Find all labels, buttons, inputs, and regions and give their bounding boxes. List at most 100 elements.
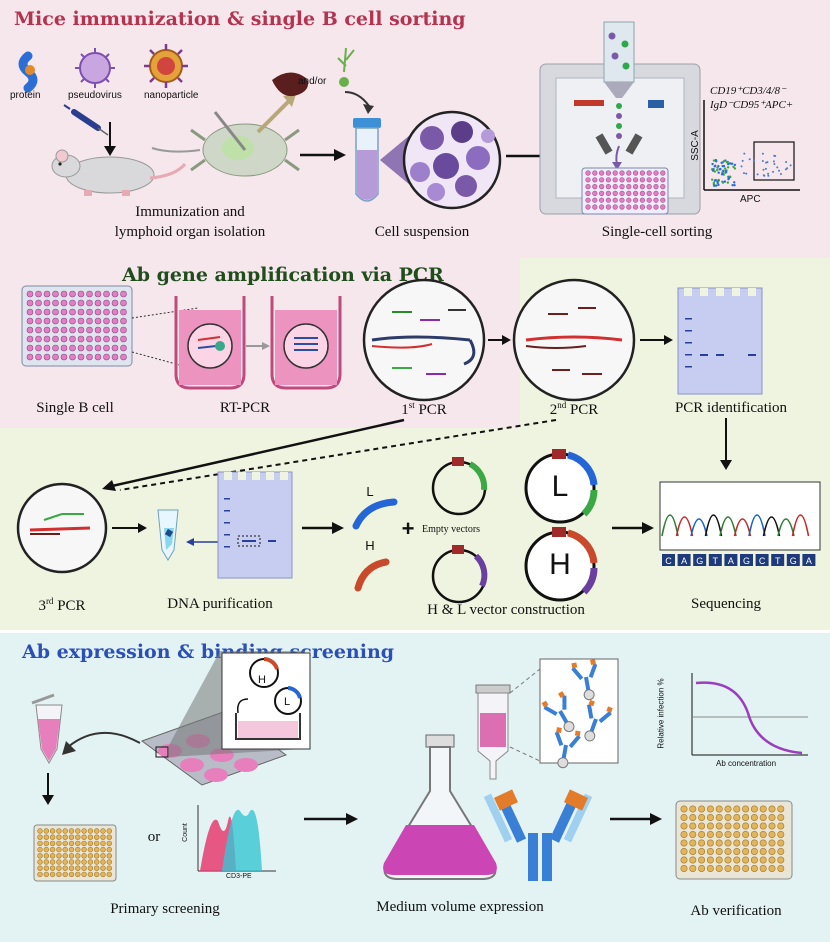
plate-well bbox=[646, 184, 652, 190]
plate-well bbox=[26, 317, 34, 325]
plate-well bbox=[93, 853, 100, 859]
plate-well bbox=[619, 177, 625, 183]
plate-well bbox=[742, 831, 750, 839]
base-box bbox=[740, 554, 753, 566]
plate-well bbox=[706, 839, 714, 847]
flow-event bbox=[756, 173, 759, 176]
plate-well bbox=[94, 353, 102, 361]
plate-well bbox=[43, 853, 49, 859]
plate-well bbox=[35, 326, 42, 334]
lymph-node-icon bbox=[337, 47, 355, 87]
plate-well bbox=[111, 317, 119, 325]
plate-well bbox=[56, 840, 62, 847]
plate-well bbox=[69, 344, 76, 352]
plate-well bbox=[120, 317, 127, 325]
plate-well bbox=[111, 308, 119, 316]
pcr3-number: 3 bbox=[38, 598, 46, 614]
flow-event bbox=[726, 181, 730, 184]
plate-well bbox=[35, 317, 42, 325]
chromatogram-peak bbox=[762, 516, 781, 537]
plate-well bbox=[100, 840, 106, 847]
vector-h-letter: H bbox=[549, 548, 571, 581]
plate-well bbox=[69, 335, 76, 343]
plate-well bbox=[43, 871, 49, 878]
plate-well bbox=[619, 204, 625, 210]
label-protein: protein bbox=[10, 90, 41, 101]
plate-well bbox=[768, 805, 776, 813]
plate-well bbox=[689, 831, 697, 839]
plate-well bbox=[698, 805, 706, 813]
plate-well bbox=[69, 326, 76, 334]
plate-well bbox=[724, 848, 732, 856]
plate-well bbox=[94, 326, 102, 334]
plate-well bbox=[605, 204, 612, 210]
flow-event bbox=[745, 172, 748, 175]
plate-well bbox=[639, 190, 646, 196]
neutralization-curve bbox=[691, 673, 808, 756]
plate-well bbox=[62, 865, 68, 871]
plate-well bbox=[653, 177, 659, 183]
plate-well bbox=[632, 197, 639, 203]
plate-well bbox=[60, 308, 68, 316]
plate-well bbox=[75, 871, 81, 878]
verification-plate bbox=[675, 800, 793, 880]
plate-well bbox=[759, 839, 767, 847]
plate-well bbox=[75, 865, 81, 871]
plate-well bbox=[750, 839, 758, 847]
plate-well bbox=[120, 290, 127, 298]
pseudovirus-icon bbox=[75, 48, 115, 88]
nanoparticle-icon bbox=[144, 44, 188, 88]
plate-well bbox=[592, 197, 598, 203]
plate-well bbox=[93, 834, 100, 840]
base-letter: T bbox=[775, 556, 781, 566]
plate-well bbox=[106, 853, 113, 859]
plate-well bbox=[768, 856, 776, 864]
plate-well bbox=[715, 805, 723, 813]
plate-well bbox=[733, 822, 741, 830]
plate-well bbox=[689, 865, 697, 873]
plate-well bbox=[37, 865, 43, 871]
plate-well bbox=[639, 197, 646, 203]
plate-well bbox=[77, 335, 85, 343]
flow-event bbox=[767, 174, 770, 177]
flow-event bbox=[722, 164, 725, 168]
plate-well bbox=[120, 326, 127, 334]
plate-well bbox=[680, 848, 688, 856]
flow-event bbox=[715, 169, 719, 172]
plate-well bbox=[103, 353, 110, 361]
plate-well bbox=[52, 344, 59, 352]
flow-event bbox=[774, 155, 777, 158]
plate-well bbox=[680, 865, 688, 873]
plate-well bbox=[56, 828, 62, 834]
base-letter: A bbox=[728, 556, 734, 566]
plate-well bbox=[75, 840, 81, 847]
plate-well bbox=[706, 831, 714, 839]
plate-well bbox=[742, 814, 750, 822]
plate-well bbox=[49, 828, 56, 834]
panel-a-graphics bbox=[18, 21, 800, 215]
plate-well bbox=[759, 814, 767, 822]
plate-well bbox=[49, 865, 56, 871]
pcr3-circle bbox=[16, 482, 108, 574]
plate-well bbox=[60, 335, 68, 343]
plate-well bbox=[111, 335, 119, 343]
plate-well bbox=[26, 326, 34, 334]
plate-well bbox=[759, 856, 767, 864]
plate-well bbox=[724, 839, 732, 847]
plate-well bbox=[733, 856, 741, 864]
plate-well bbox=[87, 834, 94, 840]
plate-well bbox=[100, 834, 106, 840]
plate-well bbox=[632, 184, 639, 190]
plate-well bbox=[653, 184, 659, 190]
expression-tube-icon bbox=[31, 693, 63, 765]
plate-well bbox=[75, 859, 81, 865]
plate-well bbox=[724, 856, 732, 864]
plate-well bbox=[62, 871, 68, 878]
plate-well bbox=[742, 856, 750, 864]
base-letter: C bbox=[665, 556, 672, 566]
plate-well bbox=[724, 865, 732, 873]
plate-well bbox=[715, 856, 723, 864]
plate-well bbox=[598, 204, 605, 210]
label-empty-vectors: Empty vectors bbox=[422, 524, 481, 535]
flow-event bbox=[764, 167, 767, 170]
